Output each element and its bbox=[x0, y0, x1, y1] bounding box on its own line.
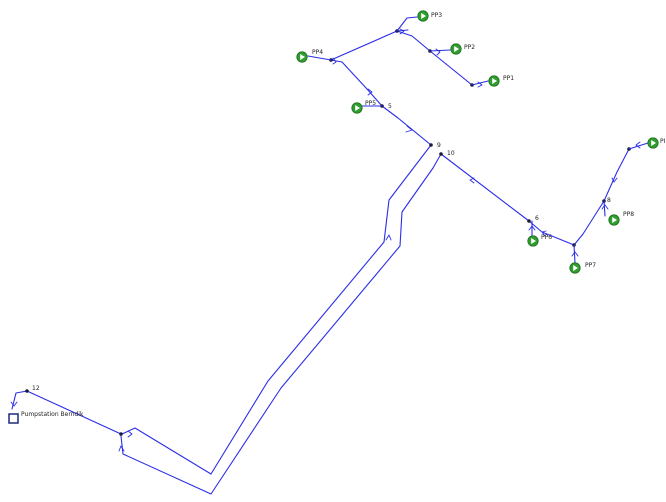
station-label: Pumpstation Berndik bbox=[21, 411, 84, 418]
flow-arrow-icon bbox=[469, 177, 475, 184]
pump-pp8[interactable]: PP8 bbox=[608, 211, 634, 226]
node-label: 12 bbox=[32, 385, 40, 392]
pump-pp2[interactable]: PP2 bbox=[450, 43, 475, 55]
node-6[interactable]: 6 bbox=[527, 215, 539, 223]
pump-pi[interactable]: PI bbox=[647, 137, 666, 149]
pump-pp3[interactable]: PP3 bbox=[417, 10, 442, 22]
pump-label: PP3 bbox=[431, 12, 442, 19]
flow-arrow-icon bbox=[367, 88, 373, 96]
pump-pp4[interactable]: PP4 bbox=[296, 49, 323, 63]
node-label: 8 bbox=[607, 197, 611, 204]
pipe-8-to-7[interactable] bbox=[573, 200, 605, 246]
pipe-5-to-9[interactable] bbox=[381, 105, 432, 146]
flow-arrow-icon bbox=[10, 401, 18, 407]
flow-arrow-icon bbox=[541, 230, 547, 237]
pipes-layer bbox=[11, 29, 630, 495]
pipe-to-station[interactable] bbox=[11, 390, 122, 435]
pipe-pp3-down[interactable] bbox=[396, 30, 473, 86]
pump-lead-pp8 bbox=[603, 200, 606, 217]
pump-lead-pp1 bbox=[471, 80, 489, 86]
pump-label: PI bbox=[660, 138, 666, 145]
pump-label: PP8 bbox=[623, 211, 634, 218]
flow-arrows-layer bbox=[10, 28, 618, 452]
flow-arrow-icon bbox=[528, 225, 536, 231]
pump-label: PP1 bbox=[503, 75, 514, 82]
flow-arrow-icon bbox=[385, 234, 392, 241]
flow-arrow-icon bbox=[127, 430, 133, 438]
pipe-pp4-to-pp3[interactable] bbox=[330, 29, 409, 61]
nodes-layer: 5 9 10 6 8 12 bbox=[25, 29, 631, 436]
pipe-6-to-10[interactable] bbox=[440, 153, 530, 222]
pump-pp7[interactable]: PP7 bbox=[569, 262, 596, 274]
flow-arrow-icon bbox=[611, 177, 618, 183]
pump-pp1[interactable]: PP1 bbox=[488, 75, 514, 87]
node-main-junction[interactable] bbox=[119, 432, 123, 436]
pump-lead-pp7 bbox=[573, 244, 576, 264]
pump-lead-pp3 bbox=[396, 16, 418, 32]
node-label: 9 bbox=[437, 142, 441, 149]
main-10-southwest[interactable] bbox=[120, 153, 442, 495]
flow-arrow-icon bbox=[601, 204, 609, 210]
pumpstation[interactable]: Pumpstation Berndik bbox=[8, 411, 84, 424]
flow-arrow-icon bbox=[118, 445, 125, 452]
pump-pp6[interactable]: PP6 bbox=[527, 234, 552, 247]
square-icon bbox=[8, 413, 19, 424]
node-9[interactable]: 9 bbox=[429, 142, 441, 149]
pump-lead-pp4 bbox=[307, 55, 332, 61]
node-8[interactable]: 8 bbox=[602, 197, 611, 204]
main-9-southwest[interactable] bbox=[210, 144, 432, 475]
pump-label: PP6 bbox=[541, 234, 552, 241]
pump-lead-pp2 bbox=[429, 49, 451, 52]
flow-arrow-icon bbox=[435, 48, 441, 56]
main-return-to-junction[interactable] bbox=[121, 427, 212, 475]
flow-arrow-icon bbox=[571, 251, 579, 257]
node-10[interactable]: 10 bbox=[439, 150, 455, 157]
node-label: 10 bbox=[447, 150, 455, 157]
flow-arrow-icon bbox=[332, 57, 337, 65]
pump-lead-pi bbox=[628, 142, 649, 150]
pump-label: PP5 bbox=[365, 100, 376, 107]
node-12[interactable]: 12 bbox=[25, 385, 40, 393]
pump-pp5[interactable]: PP5 bbox=[351, 100, 376, 114]
pump-label: PP2 bbox=[464, 44, 475, 51]
node-label: 5 bbox=[388, 103, 392, 110]
flow-arrow-icon bbox=[399, 28, 405, 35]
pipe-topright-to-8[interactable] bbox=[603, 148, 630, 202]
pump-label: PP7 bbox=[585, 262, 596, 269]
pumps-layer: PP3 PP4 PP2 PP1 PP5 bbox=[296, 10, 666, 274]
flow-arrow-icon bbox=[405, 125, 413, 133]
flow-arrow-icon bbox=[635, 141, 641, 149]
pipe-pp4-to-5[interactable] bbox=[330, 59, 383, 107]
node-label: 6 bbox=[535, 215, 539, 222]
pump-label: PP4 bbox=[312, 49, 323, 56]
